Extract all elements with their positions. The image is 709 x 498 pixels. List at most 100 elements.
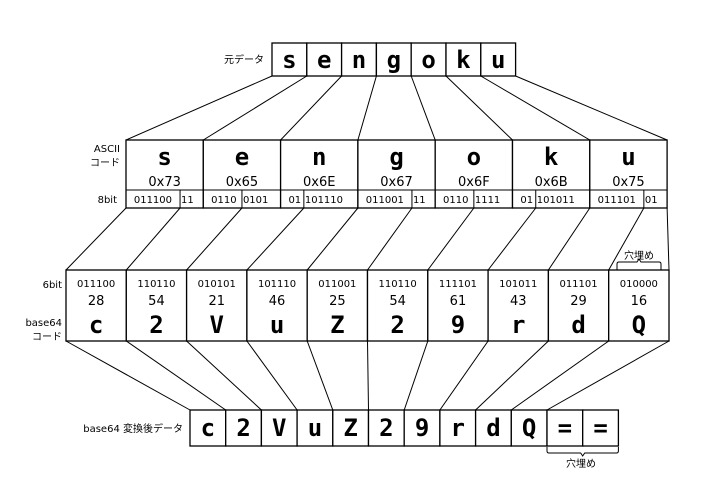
output-char-cell: Q: [510, 409, 548, 447]
base64-code-row: 01110028c11011054201010121V10111046u0110…: [65, 269, 670, 342]
base64-index: 28: [88, 294, 105, 309]
connector-line: [511, 340, 609, 411]
base64-index: 21: [208, 294, 225, 309]
connector-line: [125, 75, 273, 141]
base64-index: 61: [450, 294, 467, 309]
connector-line: [515, 75, 668, 141]
output-label: base64 変換後データ: [83, 422, 183, 435]
output-char: u: [308, 414, 322, 442]
connector-line: [410, 75, 436, 141]
connector-line: [427, 207, 475, 271]
connector-line: [445, 75, 513, 141]
ascii-bits-right: 101011: [537, 195, 575, 206]
base64-bits: 010101: [198, 279, 236, 290]
ascii-hex: 0x65: [226, 175, 259, 190]
source-char-cell: u: [480, 42, 517, 77]
source-char: n: [352, 46, 366, 74]
ascii-char: e: [235, 143, 249, 171]
output-char-cell: u: [296, 409, 334, 447]
base64-index: 25: [329, 294, 346, 309]
base64-index: 54: [389, 294, 406, 309]
ascii-bits-right: 11: [181, 195, 194, 206]
connector-line: [403, 340, 429, 411]
output-char: Q: [522, 414, 536, 442]
bracket-shape: [616, 258, 662, 270]
padding-bracket-top: [616, 258, 662, 270]
ascii-bits-left: 0110: [211, 195, 236, 206]
base64-bits: 111101: [439, 279, 477, 290]
output-char: r: [451, 414, 465, 442]
connector-line: [126, 340, 226, 411]
output-char: d: [486, 414, 500, 442]
ascii-char: k: [544, 143, 559, 171]
8bit-label: 8bit: [98, 195, 117, 206]
output-char-cell: 2: [367, 409, 405, 447]
ascii-bits-left: 011101: [598, 195, 636, 206]
base64-bits: 011101: [559, 279, 597, 290]
output-char: V: [272, 414, 286, 442]
connector-line: [306, 340, 334, 411]
source-char: k: [456, 46, 471, 74]
base64-index: 43: [510, 294, 527, 309]
base64-bits: 101110: [258, 279, 296, 290]
connector-line: [439, 340, 489, 411]
ascii-label-line1: ASCII: [94, 144, 120, 155]
connector-line: [546, 340, 670, 411]
ascii-char: u: [621, 143, 635, 171]
bracket-shape: [546, 447, 619, 457]
padding-bracket-bottom: [546, 447, 619, 457]
base64-char: 9: [451, 311, 465, 339]
base64-char: V: [210, 311, 224, 339]
base64-char: r: [511, 311, 525, 339]
ascii-char: g: [389, 143, 403, 171]
source-char: g: [387, 46, 401, 74]
base64-label-line1: base64: [25, 318, 62, 329]
connector-line: [186, 340, 262, 411]
connector-line: [125, 207, 181, 271]
source-char: u: [491, 46, 505, 74]
source-char-cell: k: [445, 42, 482, 77]
output-char-cell: Z: [332, 409, 370, 447]
source-char-cell: o: [410, 42, 447, 77]
connector-line: [246, 340, 298, 411]
ascii-label-line2: コード: [90, 158, 120, 169]
output-char-cell: 2: [225, 409, 263, 447]
output-char-cell: c: [189, 409, 227, 447]
connector-lines: [65, 75, 670, 411]
base64-index: 54: [148, 294, 165, 309]
ascii-char: s: [157, 143, 171, 171]
connector-line: [666, 207, 670, 271]
connector-line: [487, 207, 537, 271]
ascii-char: n: [312, 143, 326, 171]
ascii-hex: 0x6E: [303, 175, 335, 190]
output-char: 9: [415, 414, 429, 442]
base64-bits: 011100: [77, 279, 115, 290]
base64-bits: 110110: [137, 279, 175, 290]
base64-char: d: [571, 311, 585, 339]
output-char-cell: r: [439, 409, 477, 447]
ascii-hex: 0x75: [612, 175, 645, 190]
output-char: 2: [379, 414, 393, 442]
connector-line: [306, 207, 359, 271]
ascii-bits-left: 01: [288, 195, 301, 206]
connector-line: [475, 340, 549, 411]
connector-line: [246, 207, 305, 271]
connector-line: [65, 207, 127, 271]
ascii-bits-left: 0110: [443, 195, 468, 206]
base64-char: 2: [390, 311, 404, 339]
base64-bits: 010000: [620, 279, 658, 290]
source-char: o: [421, 46, 435, 74]
output-char-cell: =: [582, 409, 620, 447]
